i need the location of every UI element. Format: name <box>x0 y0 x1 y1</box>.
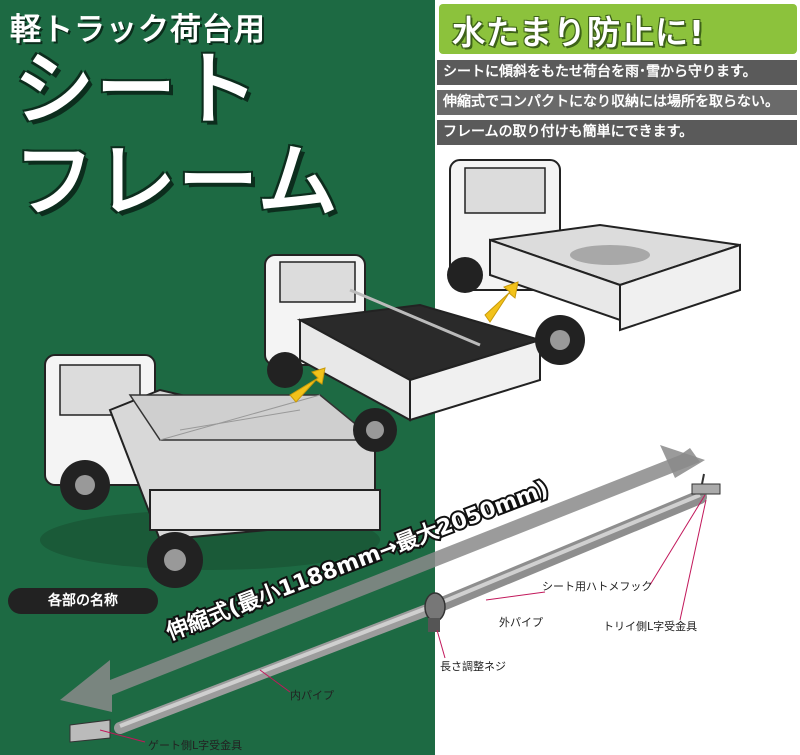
feature-item: シートに傾斜をもたせ荷台を雨･雪から守ります。 <box>437 60 797 85</box>
feature-item: 伸縮式でコンパクトになり収納には場所を取らない。 <box>437 90 797 115</box>
label-tori-bracket: トリイ側L字受金具 <box>603 620 698 633</box>
label-outer-pipe: 外パイプ <box>499 616 543 629</box>
truck-open-bed-icon <box>264 254 544 452</box>
telescopic-pipe-icon <box>69 473 721 743</box>
leader-lines <box>99 494 707 743</box>
title-line-1: シート <box>14 43 260 136</box>
badge <box>439 4 797 54</box>
feature-item: フレームの取り付けも簡単にできます。 <box>437 120 797 145</box>
parts-heading: 各部の名称 <box>8 588 158 614</box>
arrow-yellow-icon <box>289 367 326 403</box>
arrow-yellow-icon <box>484 281 519 323</box>
subtitle: 軽トラック荷台用 <box>10 12 266 48</box>
truck-covered-bed-icon <box>447 159 741 365</box>
dimension-arrow <box>60 445 705 712</box>
title-line-2: フレーム <box>14 135 340 228</box>
label-inner-pipe: 内パイプ <box>290 689 334 702</box>
label-gate-bracket: ゲート側L字受金具 <box>148 739 243 752</box>
badge-text: 水たまり防止に! <box>452 13 706 52</box>
label-screw: 長さ調整ネジ <box>440 660 506 673</box>
label-hook: シート用ハトメフック <box>542 580 653 593</box>
truck-with-sheet-icon <box>40 354 381 588</box>
